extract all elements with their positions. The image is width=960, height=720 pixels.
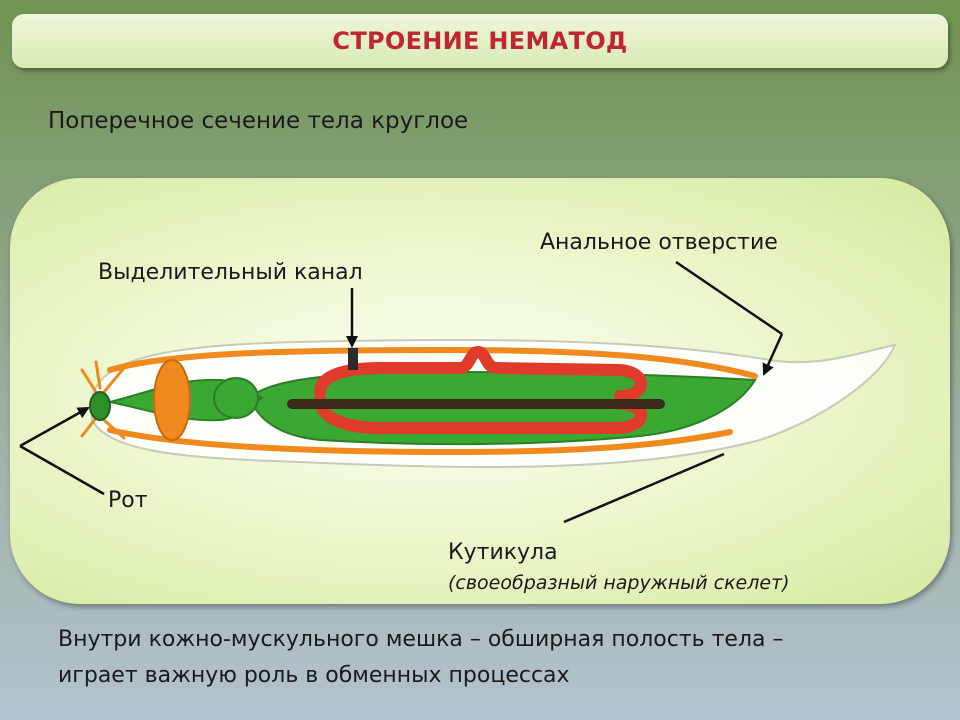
excretory-pore bbox=[348, 348, 358, 370]
mouth-bristles bbox=[80, 360, 126, 440]
subtitle: Поперечное сечение тела круглое bbox=[48, 108, 469, 134]
slide-title: СТРОЕНИЕ НЕМАТОД bbox=[332, 27, 628, 55]
bottom-text-line-2: играет важную роль в обменных процессах bbox=[58, 663, 570, 688]
excretory-canal-bottom bbox=[314, 394, 647, 434]
label-cuticle-note: (своеобразный наружный скелет) bbox=[448, 572, 790, 594]
nerve-ring bbox=[153, 359, 191, 441]
pointer-cuticle bbox=[563, 452, 725, 524]
pointer-mouth-upper bbox=[19, 406, 90, 448]
muscle-layer-bottom bbox=[107, 427, 733, 456]
mouth bbox=[89, 391, 111, 421]
label-cuticle: Кутикула bbox=[448, 540, 558, 565]
muscle-layer-top bbox=[107, 346, 758, 379]
bottom-text-line-1: Внутри кожно-мускульного мешка – обширна… bbox=[58, 627, 784, 652]
pharynx-bulb bbox=[213, 377, 259, 419]
label-excretory-canal: Выделительный канал bbox=[98, 260, 363, 285]
pointer-anal-opening-tip bbox=[762, 333, 784, 376]
title-bar: СТРОЕНИЕ НЕМАТОД bbox=[12, 14, 948, 68]
pointer-mouth-lower bbox=[19, 444, 105, 496]
label-mouth: Рот bbox=[108, 488, 148, 513]
bottom-text: Внутри кожно-мускульного мешка – обширна… bbox=[58, 622, 918, 694]
pointer-anal-opening bbox=[675, 260, 783, 336]
label-anal-opening: Анальное отверстие bbox=[540, 230, 778, 255]
